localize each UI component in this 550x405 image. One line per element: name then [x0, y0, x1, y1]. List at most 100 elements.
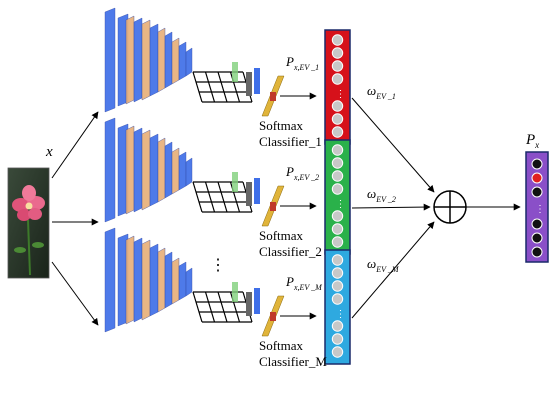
output-node-3-5	[331, 320, 344, 332]
prob-label-sub-2: x,EV _2	[293, 173, 319, 182]
output-vector-ellipsis-1: ⋮	[336, 89, 346, 100]
conv-layer-3-3	[125, 235, 135, 325]
output-node-2-3	[331, 170, 344, 182]
final-node-4	[531, 218, 543, 230]
conv-layer-1-3	[125, 15, 135, 105]
conv-layer-2-6	[149, 133, 159, 207]
conv-layer-1-5	[141, 19, 151, 101]
conv-layer-3-6	[149, 243, 159, 317]
grid-vline-3-0	[192, 291, 203, 323]
final-node-1	[531, 158, 543, 170]
output-node-2-1	[331, 144, 344, 156]
output-node-1-6	[331, 113, 344, 125]
weight-arrows	[351, 97, 435, 319]
dense-blue-2	[254, 178, 260, 204]
output-node-2-2	[331, 157, 344, 169]
weight-label-2: ωEV _2	[367, 186, 396, 204]
conv-layer-2-10	[178, 151, 187, 191]
grid-vline-1-2	[217, 71, 228, 103]
output-node-1-4	[331, 73, 344, 85]
conv-layer-3-5	[141, 239, 151, 321]
classifier-label-line2-2: Classifier_2	[259, 244, 322, 259]
final-node-5	[531, 232, 543, 244]
conv-layer-1-8	[164, 31, 173, 89]
conv-layer-2-11	[185, 157, 193, 187]
classifier-label-line2-3: Classifier_M	[259, 354, 327, 369]
output-vector-box-2	[324, 139, 351, 255]
feature-grid-2	[192, 181, 253, 213]
classifier-label-line1-3: Softmax	[259, 338, 304, 353]
cnn-stack-1	[104, 7, 317, 117]
output-node-2-5	[331, 210, 344, 222]
classifier-label-line1-2: Softmax	[259, 228, 304, 243]
output-node-3-2	[331, 267, 344, 279]
output-node-1-7	[331, 126, 344, 138]
final-prob-sub: x	[534, 140, 539, 150]
weight-label-sub-3: EV _M	[375, 265, 400, 274]
output-node-2-7	[331, 236, 344, 248]
branch-labels: ⋮ Px,EV _1 Softmax Classifier_1 ωEV _1 ⋮ Px,EV…	[259, 29, 400, 369]
pool-block-1	[232, 62, 238, 82]
prob-label-main-2: P	[285, 164, 294, 179]
conv-layer-2-7	[157, 137, 166, 203]
grid-vline-3-1	[204, 291, 216, 323]
conv-layer-3-9	[171, 257, 180, 305]
grid-vline-1-0	[192, 71, 203, 103]
conv-layer-1-7	[157, 27, 166, 93]
weight-label-sub-2: EV _2	[375, 195, 396, 204]
cnn-branches	[104, 7, 317, 337]
input-label: x	[45, 144, 53, 160]
prob-label-3: Px,EV _M	[285, 274, 323, 292]
weight-label-1: ωEV _1	[367, 83, 396, 101]
conv-layer-2-8	[164, 141, 173, 199]
grid-vline-1-1	[204, 71, 216, 103]
final-prob-main: P	[525, 132, 535, 148]
input-flower-image	[7, 167, 50, 279]
dense-blue-1	[254, 68, 260, 94]
conv-layer-3-4	[133, 237, 143, 323]
dense-block-1	[246, 72, 252, 96]
conv-layer-2-9	[171, 147, 180, 195]
weight-label-main-2: ω	[367, 186, 376, 201]
dense-blue-3	[254, 288, 260, 314]
pool-block-2	[232, 172, 238, 192]
conv-layer-1-6	[149, 23, 159, 97]
weight-label-main-1: ω	[367, 83, 376, 98]
output-node-1-3	[331, 60, 344, 72]
feature-grid-1	[192, 71, 253, 103]
dense-block-3	[246, 292, 252, 316]
grid-vline-2-2	[217, 181, 228, 213]
output-vector-ellipsis-2: ⋮	[336, 199, 346, 210]
output-node-2-6	[331, 223, 344, 235]
output-node-3-6	[331, 333, 344, 345]
prob-label-sub-1: x,EV _1	[293, 63, 319, 72]
weight-label-main-3: ω	[367, 256, 376, 271]
final-node-6	[531, 246, 543, 258]
conv-layer-2-4	[133, 127, 143, 213]
conv-layer-1-11	[185, 47, 193, 77]
final-vector-box	[525, 151, 549, 263]
prob-label-main-1: P	[285, 54, 294, 69]
final-node-3	[531, 186, 543, 198]
prob-label-1: Px,EV _1	[285, 54, 319, 72]
feature-grid-3	[192, 291, 253, 323]
final-vector-ellipsis: ⋮	[535, 204, 545, 215]
final-output-vector: ⋮	[525, 151, 549, 263]
cnn-stack-2	[104, 117, 317, 227]
classifier-label-line2-1: Classifier_1	[259, 134, 322, 149]
output-node-3-1	[331, 254, 344, 266]
prob-label-2: Px,EV _2	[285, 164, 319, 182]
grid-vline-2-1	[204, 181, 216, 213]
sum-node	[433, 190, 467, 224]
conv-layer-2-3	[125, 125, 135, 215]
prob-label-main-3: P	[285, 274, 294, 289]
output-node-3-4	[331, 293, 344, 305]
output-node-1-2	[331, 47, 344, 59]
conv-layer-1-1	[104, 7, 116, 113]
final-prob-label: Px	[525, 132, 539, 150]
conv-layer-3-7	[157, 247, 166, 313]
cnn-stack-3	[104, 227, 317, 337]
pool-block-3	[232, 282, 238, 302]
